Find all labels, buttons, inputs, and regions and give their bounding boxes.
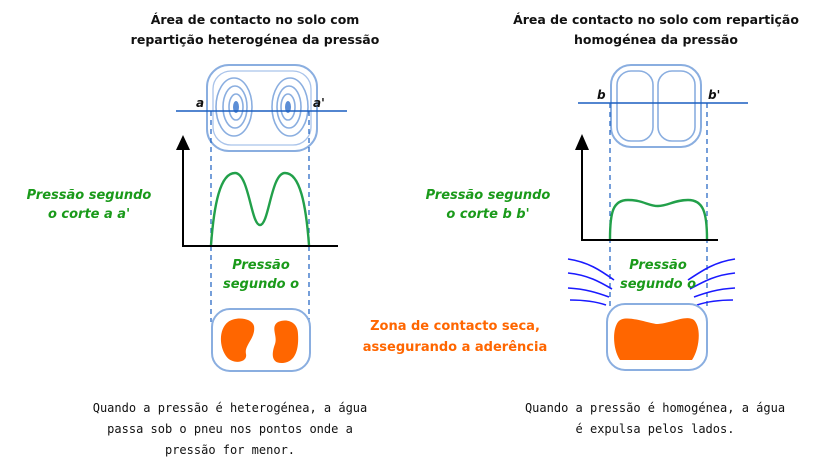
right-pressure-label-line2: o corte b b' (446, 207, 530, 222)
left-contour-right (271, 77, 309, 137)
left-pressure-curve (209, 171, 311, 246)
right-caption-line2: é expulsa pelos lados. (575, 422, 735, 436)
right-pressure-mid-line1: Pressão (629, 258, 687, 273)
left-title-line2: repartição heterogénea da pressão (130, 32, 380, 47)
right-caption: Quando a pressão é homogénea, a água é e… (480, 398, 830, 440)
right-title-line1: Área de contacto no solo com repartição (513, 12, 799, 27)
water-expulsion-waves-right (687, 258, 736, 306)
dry-zone-line2: assegurando a aderência (362, 340, 548, 355)
left-section-end-label: a' (313, 96, 325, 110)
water-expulsion-waves-left (567, 258, 615, 306)
left-caption-line2: passa sob o pneu nos pontos onde a (107, 422, 353, 436)
left-section-start-label: a (196, 96, 205, 110)
dry-zone-line1: Zona de contacto seca, (370, 319, 540, 334)
left-pressure-axes (176, 135, 338, 247)
left-caption: Quando a pressão é heterogénea, a água p… (40, 398, 420, 461)
right-tire-footprint (610, 64, 702, 148)
left-dry-patch-right (272, 320, 299, 364)
right-pressure-curve (608, 198, 709, 240)
right-title: Área de contacto no solo com repartição … (486, 10, 826, 50)
left-tire-contact-bottom (211, 308, 311, 372)
left-pressure-mid-line2: segundo o (222, 277, 300, 292)
left-pressure-label-line1: Pressão segundo (26, 188, 152, 203)
right-section-start-label: b (597, 88, 606, 102)
right-dry-patch (614, 318, 699, 360)
right-pressure-label-line1: Pressão segundo (425, 188, 551, 203)
left-caption-line3: pressão for menor. (164, 443, 296, 457)
left-tire-footprint (206, 64, 318, 152)
right-section-end-label: b' (708, 88, 721, 102)
right-pressure-label: Pressão segundo o corte b b' (404, 186, 572, 224)
left-dry-patch-left (220, 318, 255, 362)
right-pressure-axes (575, 134, 718, 241)
left-title-line1: Área de contacto no solo com (150, 12, 360, 27)
left-contour-left (215, 77, 253, 137)
left-pressure-mid-line1: Pressão (232, 258, 290, 273)
right-caption-line1: Quando a pressão é homogénea, a água (524, 401, 786, 415)
right-title-line2: homogénea da pressão (574, 32, 738, 47)
left-pressure-label-line2: o corte a a' (47, 207, 131, 222)
left-pressure-label: Pressão segundo o corte a a' (4, 186, 174, 224)
left-pressure-mid-label: Pressão segundo o (196, 256, 326, 294)
left-caption-line1: Quando a pressão é heterogénea, a água (92, 401, 368, 415)
left-title: Área de contacto no solo com repartição … (90, 10, 420, 50)
right-tire-contact-bottom (606, 303, 708, 371)
dry-zone-label: Zona de contacto seca, assegurando a ade… (340, 316, 570, 358)
right-pressure-mid-line2: segundo o (619, 277, 697, 292)
right-pressure-mid-label: Pressão segundo o (595, 256, 721, 294)
